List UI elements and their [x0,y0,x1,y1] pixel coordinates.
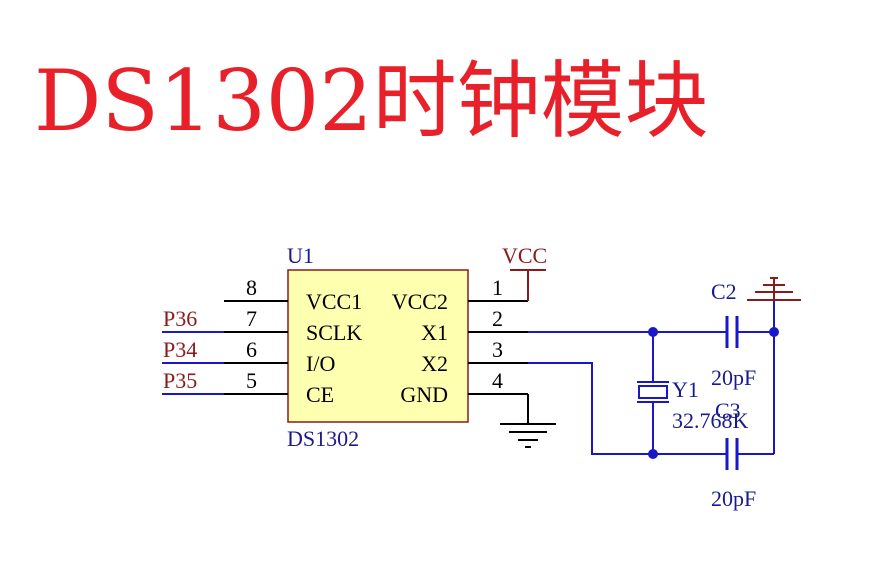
cap-c3-designator: C3 [715,398,741,423]
chip-u1-body [287,269,469,423]
page-title: DS1302时钟模块 [34,52,709,150]
ground-icon [500,423,556,448]
crystal-icon [637,381,669,403]
ground-icon [747,277,801,301]
pin-name-ce: CE [306,382,334,407]
pin-name-io: I/O [306,351,335,376]
pin-number-1: 1 [492,275,503,300]
pin-number-4: 4 [492,368,503,393]
capacitor-icon [720,316,774,348]
pin-name-vcc2: VCC2 [392,289,448,314]
net-label-p36: P36 [163,306,197,331]
junction-x2 [648,449,658,459]
pin-name-sclk: SCLK [306,320,362,345]
pin-number-3: 3 [492,337,503,362]
pin-name-gnd: GND [400,382,448,407]
junction-ground [769,327,779,337]
pin-name-x2: X2 [421,351,448,376]
pin-number-5: 5 [246,368,257,393]
net-label-p34: P34 [163,337,197,362]
junction-x1 [648,327,658,337]
pin-number-6: 6 [246,337,257,362]
vcc-label: VCC [502,243,547,268]
pin-name-vcc1: VCC1 [306,289,362,314]
pin-number-8: 8 [246,275,257,300]
pin-number-7: 7 [246,306,257,331]
cap-c2-designator: C2 [711,279,737,304]
crystal-designator: Y1 [672,377,699,402]
capacitor-icon [720,438,774,470]
net-label-p35: P35 [163,368,197,393]
cap-c3-value: 20pF [711,486,756,511]
pin-name-x1: X1 [421,320,448,345]
chip-part-name: DS1302 [287,426,359,451]
chip-designator: U1 [287,243,314,268]
pin-number-2: 2 [492,306,503,331]
cap-c2-value: 20pF [711,365,756,390]
crystal-value: 32.768K [672,408,749,433]
